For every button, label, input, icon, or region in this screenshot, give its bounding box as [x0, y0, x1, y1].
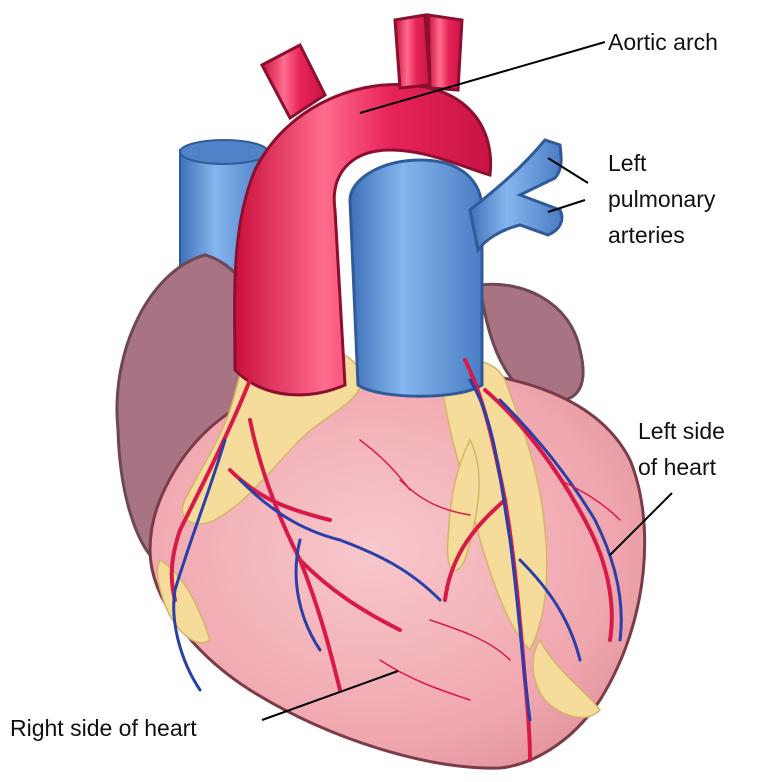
label-line-2: pulmonary [608, 186, 716, 212]
pulmonary-trunk [348, 158, 484, 398]
label-line-1: Left [608, 150, 647, 176]
left-atrium [478, 282, 585, 403]
label-left-side-of-heart: Left side of heart [638, 413, 725, 485]
aortic-arch [233, 82, 493, 397]
aortic-branch-2 [393, 13, 432, 90]
leader-pulmonary-2 [547, 199, 586, 213]
aortic-branch-3 [426, 13, 464, 92]
leader-left-side [609, 492, 673, 556]
label-line-1: Left side [638, 418, 725, 444]
leader-right-side [261, 670, 399, 721]
leader-pulmonary-1 [547, 157, 589, 184]
label-left-pulmonary-arteries: Left pulmonary arteries [608, 145, 715, 253]
label-line-3: arteries [608, 222, 685, 248]
small-arteries [359, 439, 621, 701]
leader-aortic-arch [359, 41, 606, 114]
aortic-branch-1 [259, 42, 327, 121]
label-aortic-arch: Aortic arch [608, 29, 718, 55]
label-line-2: of heart [638, 454, 716, 480]
left-pulmonary-arteries [468, 138, 564, 254]
label-right-side-of-heart: Right side of heart [10, 715, 197, 741]
coronary-veins [172, 378, 623, 722]
